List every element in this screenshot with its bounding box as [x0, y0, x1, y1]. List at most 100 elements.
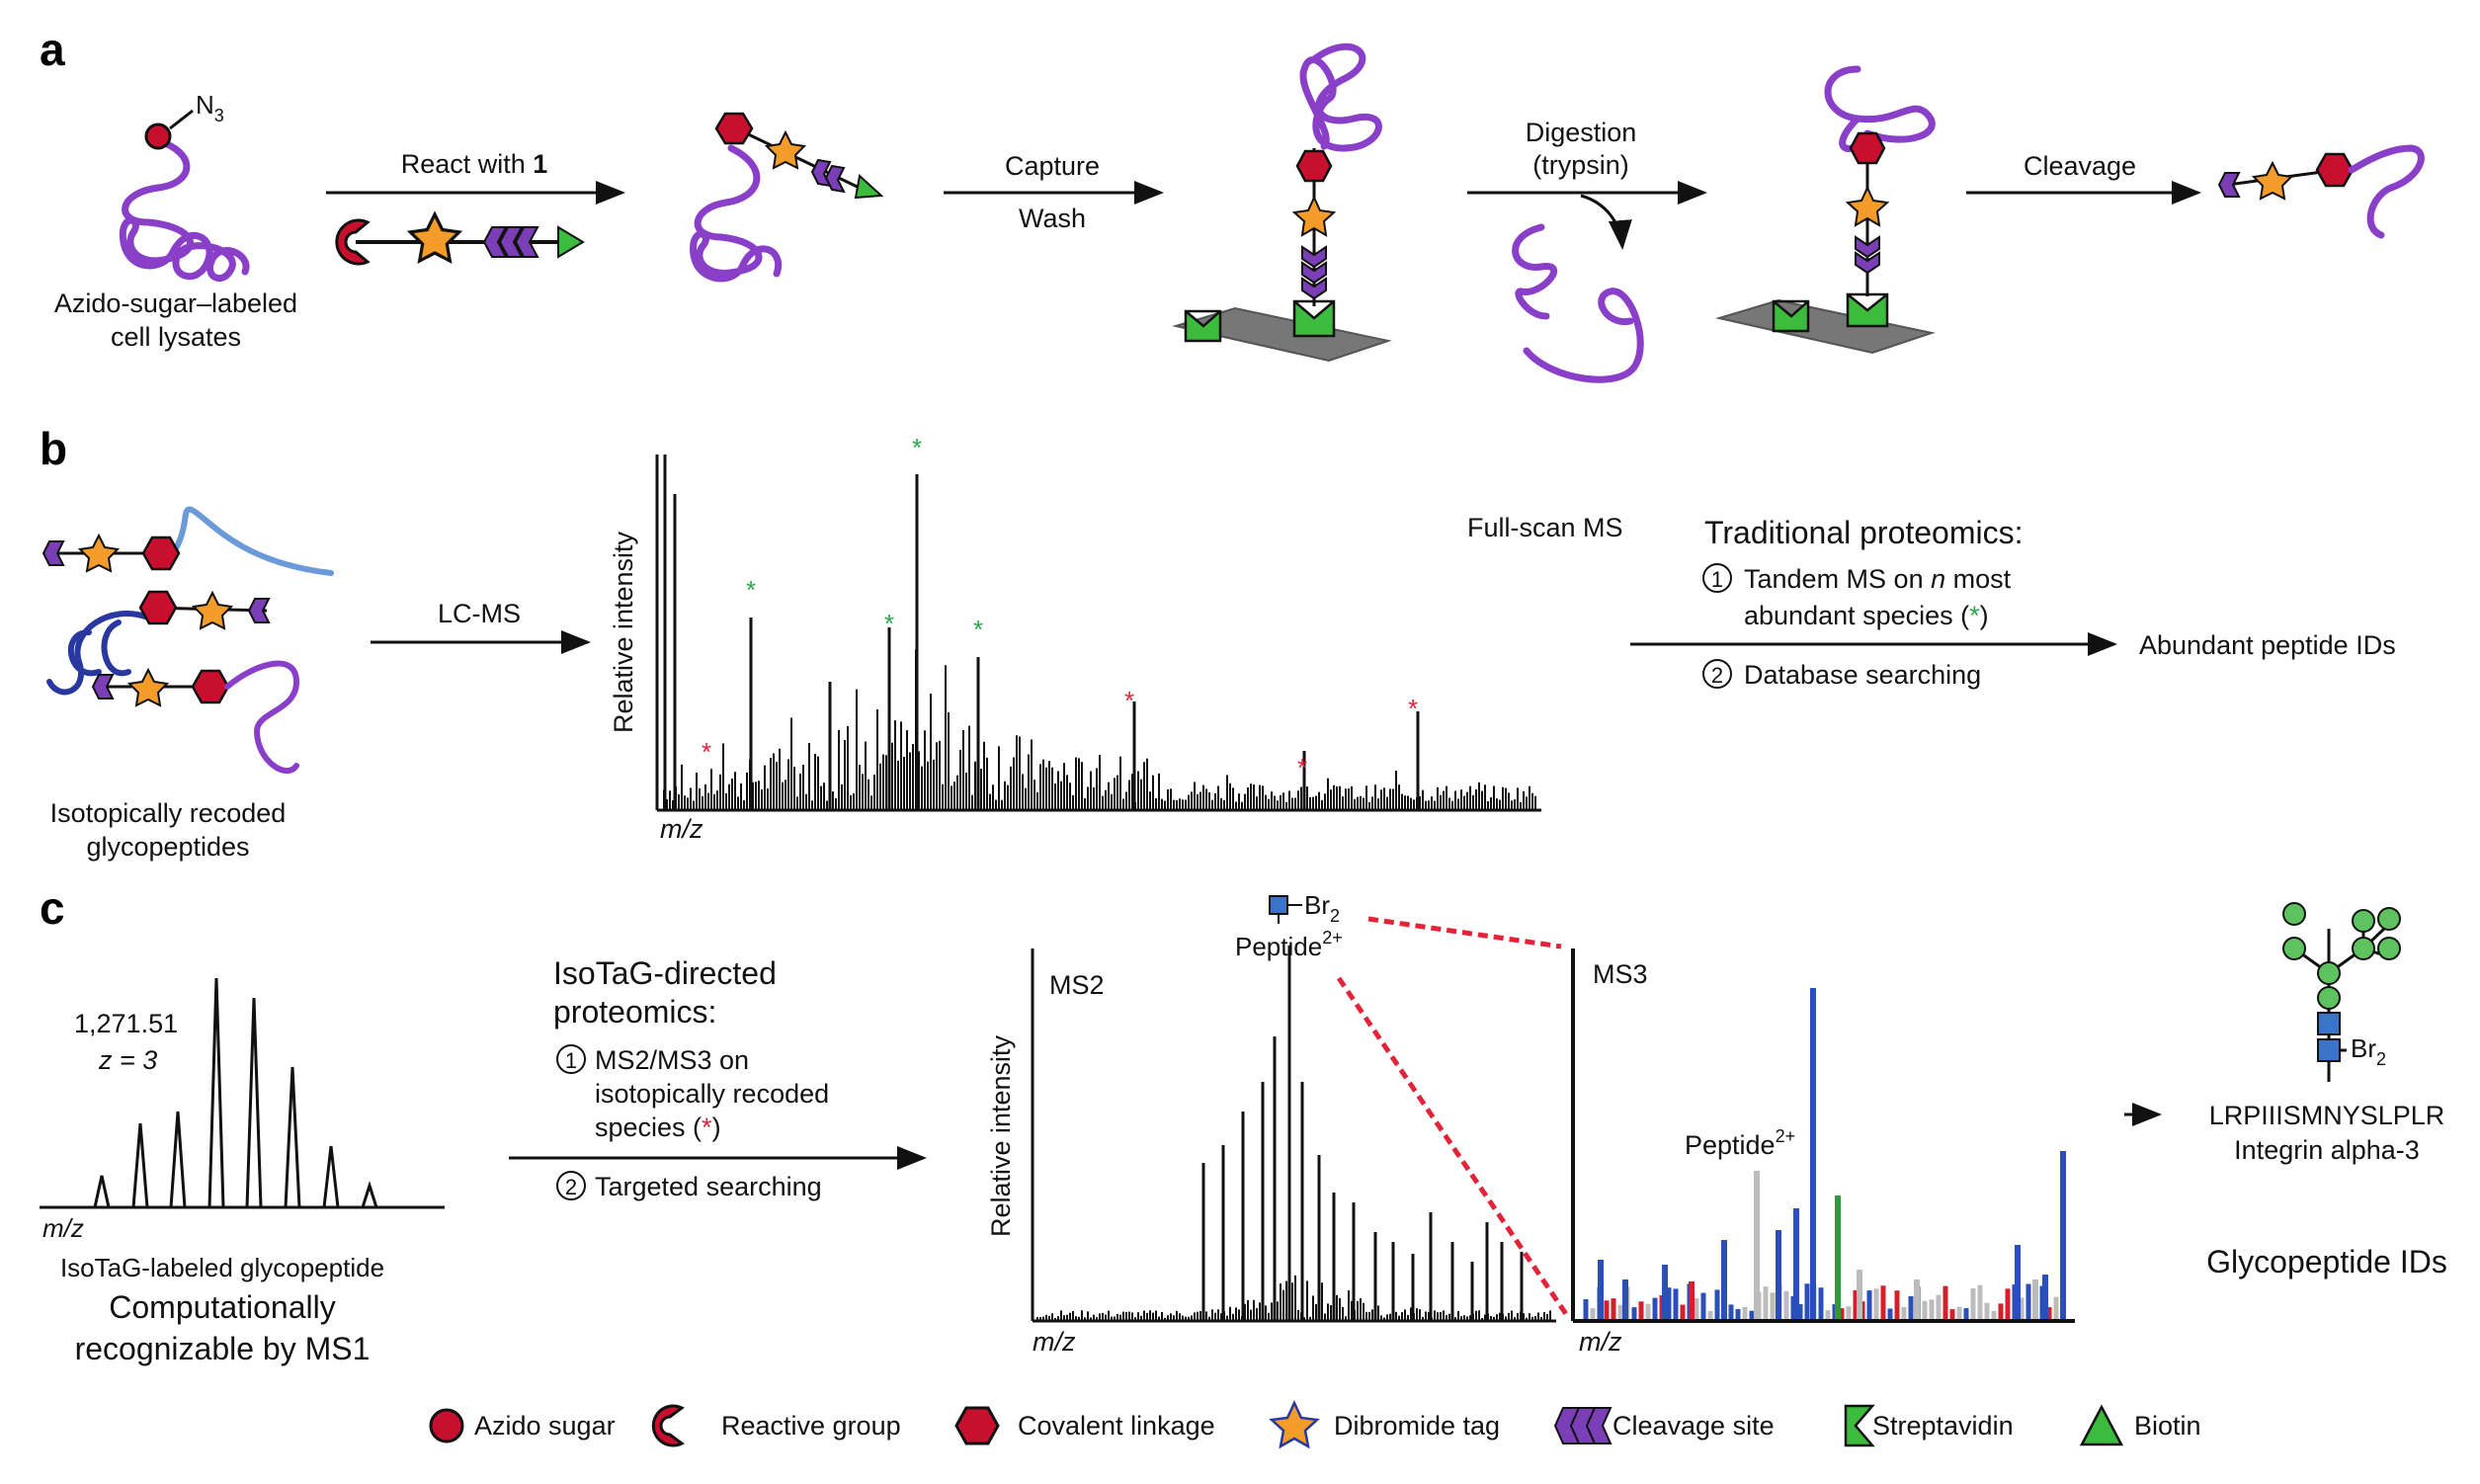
legend-label-biotin: Biotin [2134, 1411, 2201, 1441]
digested-fragments-icon [1512, 223, 1644, 383]
ms2-xlabel: m/z [1033, 1327, 1076, 1357]
step-number-1-icon [556, 1044, 586, 1074]
computational-label-line1: Computationally [109, 1289, 335, 1325]
star-marker: * [746, 575, 756, 605]
trad-number-2: 2 [1711, 663, 1723, 688]
panel-letter-b: b [40, 423, 67, 474]
legend-label-reactive-group: Reactive group [721, 1411, 901, 1441]
star-marker: * [702, 737, 711, 767]
mass-value: 1,271.51 [74, 1009, 178, 1038]
peptide-sequence: LRPIIISMNYSLPLR [2209, 1101, 2445, 1130]
glcnac-square-icon [1269, 895, 1288, 915]
streptavidin-icon [1844, 1404, 1875, 1447]
ms2-label: MS2 [1049, 970, 1105, 1000]
lysate-label-line2: cell lysates [111, 322, 241, 352]
traditional-title: Traditional proteomics: [1704, 515, 2024, 550]
iso-number-2: 2 [565, 1175, 577, 1199]
azido-sugar-icon [144, 123, 172, 150]
iso-step-1b: isotopically recoded [595, 1079, 829, 1109]
panel-letter-c: c [40, 882, 65, 934]
lysate-label-line1: Azido-sugar–labeled [54, 289, 297, 318]
protein-name: Integrin alpha-3 [2234, 1135, 2420, 1165]
glycopeptide-ids-label: Glycopeptide IDs [2206, 1244, 2447, 1279]
fullscan-title: Full-scan MS [1467, 513, 1623, 542]
step-wash-label: Wash [1019, 204, 1086, 233]
iso-number-1: 1 [565, 1048, 577, 1073]
recoded-label-line2: glycopeptides [86, 832, 249, 862]
trad-step-1: Tandem MS on n most [1744, 564, 2012, 594]
step-capture-label: Capture [1005, 151, 1100, 181]
curved-arrow-icon [1580, 194, 1632, 250]
dibromide-tag-icon [1269, 1400, 1320, 1449]
step-digestion-label: Digestion [1526, 118, 1637, 147]
trad-step-1b: abundant species (*) [1744, 601, 1989, 630]
step-number-2-icon [1702, 659, 1732, 689]
fullscan-spectrum: * * * * * * * * [655, 433, 1541, 812]
legend-label-covalent-linkage: Covalent linkage [1018, 1411, 1215, 1441]
step-react-label: React with 1 [401, 149, 548, 179]
isotag-label: IsoTaG-labeled glycopeptide [60, 1253, 384, 1282]
isotag-title-line1: IsoTaG-directed [553, 955, 777, 991]
ms2-ylabel: Relative intensity [986, 1034, 1016, 1237]
recoded-label-line1: Isotopically recoded [50, 798, 287, 828]
reactive-group-icon [651, 1404, 685, 1447]
ms3-peaks [1583, 988, 2066, 1319]
labeled-protein-icon [690, 112, 884, 283]
fullscan-star-markers: * * * * * * * * [702, 433, 1418, 783]
star-marker: * [1408, 694, 1418, 723]
abundant-ids-label: Abundant peptide IDs [2139, 630, 2396, 660]
envelope-xlabel: m/z [42, 1213, 84, 1243]
ms2-peptide-label: Peptide2+ [1235, 928, 1343, 961]
ms3-label: MS3 [1593, 959, 1648, 989]
star-marker: * [1297, 753, 1307, 783]
azide-label: N3 [196, 90, 224, 125]
fullscan-ylabel: Relative intensity [609, 531, 638, 733]
iso-step-2: Targeted searching [595, 1172, 822, 1201]
ms2-peaks [1036, 946, 1551, 1321]
cleavage-site-icon [1553, 1407, 1612, 1444]
captured-protein-icon [1172, 42, 1392, 363]
zoom-line-top [1367, 916, 1562, 949]
isotope-envelope-trace [40, 977, 445, 1209]
star-marker: * [1124, 686, 1134, 715]
star-marker: * [973, 615, 983, 644]
fullscan-peaks [663, 454, 1536, 810]
step-trypsin-label: (trypsin) [1532, 150, 1629, 180]
legend-label-dibromide-tag: Dibromide tag [1334, 1411, 1500, 1441]
recoded-glycopeptides-icon [41, 506, 334, 774]
ms3-xlabel: m/z [1579, 1327, 1622, 1357]
iso-step-1c: species (*) [595, 1113, 721, 1142]
step-number-2-icon [556, 1171, 586, 1200]
bead-peptide-icon [1715, 65, 1936, 355]
isotope-envelope [40, 977, 445, 1209]
lysate-protein-icon [119, 134, 250, 282]
legend: Azido sugar Reactive group Covalent link… [429, 1400, 2201, 1449]
azido-sugar-icon [429, 1408, 464, 1443]
legend-label-azido-sugar: Azido sugar [474, 1411, 616, 1441]
ms3-spectrum [1571, 948, 2075, 1323]
panel-letter-a: a [40, 24, 65, 75]
biotin-icon [2079, 1404, 2124, 1446]
computational-label-line2: recognizable by MS1 [75, 1331, 371, 1366]
step-number-1-icon [1702, 563, 1732, 593]
iso-step-1a: MS2/MS3 on [595, 1045, 749, 1075]
step-cleavage-label: Cleavage [2024, 151, 2136, 181]
trad-number-1: 1 [1711, 567, 1723, 592]
step-lcms-label: LC-MS [438, 599, 521, 628]
ms2-br-label: Br2 [1304, 890, 1340, 926]
legend-label-streptavidin: Streptavidin [1872, 1411, 2014, 1441]
trad-step-2: Database searching [1744, 660, 1981, 690]
legend-label-cleavage-site: Cleavage site [1612, 1411, 1775, 1441]
star-marker: * [912, 433, 922, 462]
ms3-peptide-label: Peptide2+ [1685, 1126, 1795, 1160]
glycan-br-label: Br2 [2351, 1033, 2386, 1069]
glycan-structure-icon [2282, 902, 2401, 1082]
probe-1-icon [335, 212, 585, 266]
zoom-line-bottom [1336, 976, 1569, 1316]
fullscan-xlabel: m/z [660, 814, 703, 844]
released-peptide-icon [2217, 144, 2425, 239]
star-marker: * [884, 609, 894, 638]
ms2-spectrum [1031, 946, 1556, 1323]
charge-value: z = 3 [98, 1045, 157, 1075]
